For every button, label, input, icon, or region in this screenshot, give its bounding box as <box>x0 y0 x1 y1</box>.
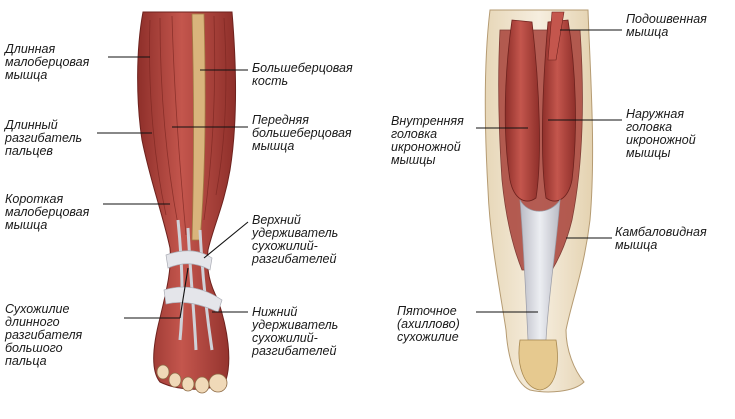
label-ext-digitorum-longus: Длинный разгибатель пальцев <box>5 118 83 158</box>
superior-retinaculum-band <box>165 250 213 271</box>
label-tibialis-anterior: Передняя большеберцовая мышца <box>252 113 352 153</box>
gastrocnemius-lateral-head <box>541 19 576 202</box>
label-ext-hallucis-tendon: Сухожилие длинного разгибателя большого … <box>5 302 83 368</box>
label-tibia: Большеберцовая кость <box>252 61 353 88</box>
front-toes <box>156 364 228 394</box>
front-leg-shape <box>137 11 236 390</box>
label-gastrocnemius-lateral: Наружная головка икроножной мышцы <box>626 107 696 160</box>
plantaris-strip <box>547 11 565 61</box>
heel <box>518 339 558 391</box>
back-leg-figure <box>484 9 594 393</box>
label-soleus: Камбаловидная мышца <box>615 225 707 252</box>
achilles-tendon <box>519 198 561 341</box>
leader-lines <box>97 29 622 319</box>
front-muscle-fibers <box>149 15 227 236</box>
label-plantaris: Подошвенная мышца <box>626 12 707 39</box>
front-leg-figure <box>137 11 236 394</box>
label-peroneus-longus: Длинная малоберцовая мышца <box>5 42 90 82</box>
label-superior-retinaculum: Верхний удерживатель сухожилий- разгибат… <box>252 213 339 266</box>
gastrocnemius-medial-head <box>504 19 540 202</box>
label-gastrocnemius-medial: Внутренняя головка икроножной мышцы <box>391 114 464 167</box>
label-achilles: Пяточное (ахиллово) сухожилие <box>397 304 460 344</box>
label-inferior-retinaculum: Нижний удерживатель сухожилий- разгибате… <box>252 305 339 358</box>
leader-hallucis-tendon-diag <box>179 267 189 319</box>
leader-superior-retinaculum <box>203 221 249 259</box>
label-peroneus-brevis: Короткая малоберцовая мышца <box>5 192 90 232</box>
